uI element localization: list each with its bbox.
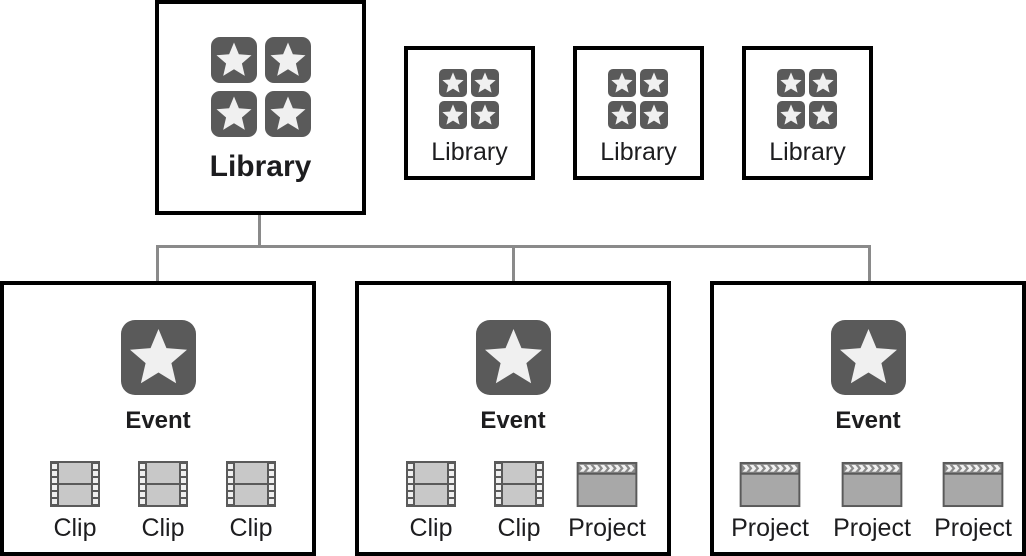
library-stars-icon xyxy=(211,37,312,138)
event-label: Event xyxy=(835,407,901,434)
library-box-2: Library xyxy=(404,46,535,180)
item-label: Project xyxy=(934,514,1012,542)
film-clip-icon xyxy=(49,460,101,508)
clapperboard-project-icon xyxy=(840,461,904,508)
event-star-icon xyxy=(831,320,906,395)
item-label: Clip xyxy=(409,514,453,542)
event-star-icon xyxy=(476,320,551,395)
item-label: Clip xyxy=(53,514,97,542)
library-stars-icon xyxy=(777,69,838,130)
library-label: Library xyxy=(431,138,508,166)
item-label: Clip xyxy=(141,514,185,542)
connector-library-down xyxy=(258,213,261,246)
item-label: Project xyxy=(833,514,911,542)
film-clip-icon xyxy=(137,460,189,508)
library-box-3: Library xyxy=(573,46,704,180)
library-label: Library xyxy=(769,138,846,166)
item-label: Project xyxy=(731,514,809,542)
item-label: Clip xyxy=(229,514,273,542)
film-clip-icon xyxy=(405,460,457,508)
library-label: Library xyxy=(600,138,677,166)
item-label: Project xyxy=(568,514,646,542)
event-label: Event xyxy=(480,407,546,434)
event-box-1: Event Clip Clip Clip xyxy=(0,281,316,556)
event-star-icon xyxy=(121,320,196,395)
film-clip-icon xyxy=(225,460,277,508)
event-label: Event xyxy=(125,407,191,434)
clapperboard-project-icon xyxy=(738,461,802,508)
clapperboard-project-icon xyxy=(941,461,1005,508)
clapperboard-project-icon xyxy=(575,461,639,508)
main-library-label: Library xyxy=(209,150,312,183)
library-stars-icon xyxy=(439,69,500,130)
connector-event-3 xyxy=(868,245,871,283)
event-box-3: Event Project Project Project xyxy=(710,281,1026,556)
item-label: Clip xyxy=(497,514,541,542)
event-box-2: Event Clip Clip Project xyxy=(355,281,671,556)
library-stars-icon xyxy=(608,69,669,130)
film-clip-icon xyxy=(493,460,545,508)
library-box-4: Library xyxy=(742,46,873,180)
connector-event-1 xyxy=(156,245,159,283)
main-library-box: Library xyxy=(155,0,366,215)
connector-event-2 xyxy=(512,245,515,283)
